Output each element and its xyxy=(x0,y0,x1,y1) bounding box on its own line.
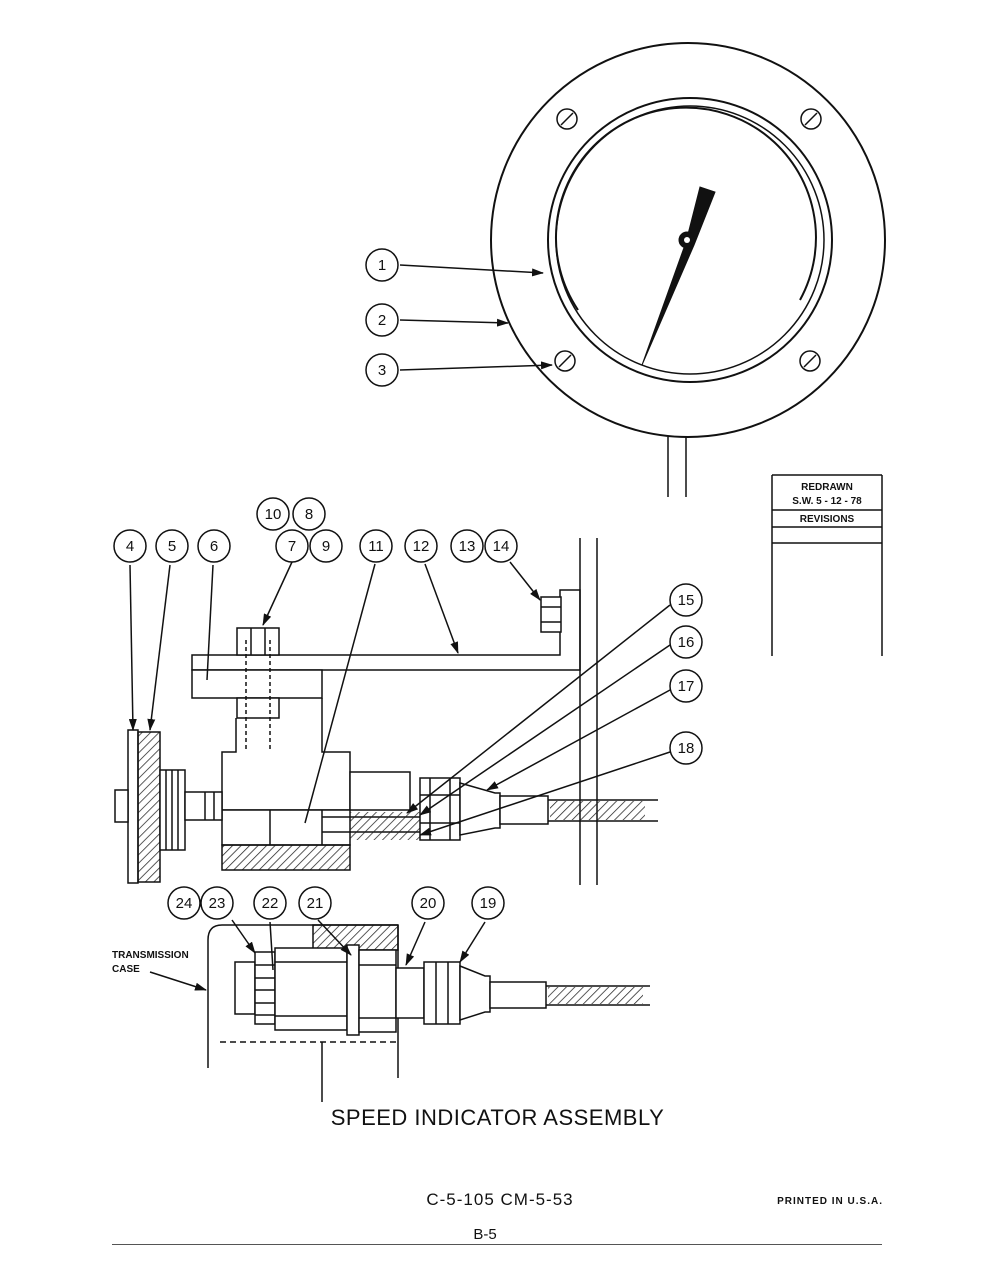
svg-text:17: 17 xyxy=(678,678,695,695)
callout-9: 9 xyxy=(309,529,343,563)
diagram-title: SPEED INDICATOR ASSEMBLY xyxy=(330,1105,665,1130)
revision-box: REDRAWN S.W. 5 - 12 - 78 REVISIONS xyxy=(771,474,883,656)
callout-10: 10 xyxy=(256,497,290,531)
callout-5: 5 xyxy=(155,529,189,563)
transmission-case-label-line2: CASE xyxy=(112,964,140,975)
callout-13: 13 xyxy=(450,529,484,563)
document-code: C-5-105 CM-5-53 xyxy=(426,1190,574,1209)
callout-23: 23 xyxy=(200,886,234,920)
callout-1: 1 xyxy=(365,248,399,282)
svg-text:15: 15 xyxy=(678,592,695,609)
svg-text:13: 13 xyxy=(459,538,476,555)
transmission-case-label-line1: TRANSMISSION xyxy=(112,950,189,961)
gauge-screw xyxy=(800,108,822,130)
speed-gauge xyxy=(490,42,886,497)
svg-text:1: 1 xyxy=(378,257,386,274)
callout-14: 14 xyxy=(484,529,518,563)
callout-17: 17 xyxy=(669,669,703,703)
callout-21: 21 xyxy=(298,886,332,920)
lower-assembly xyxy=(207,924,650,1102)
svg-text:18: 18 xyxy=(678,740,695,757)
svg-text:14: 14 xyxy=(493,538,510,555)
callout-18: 18 xyxy=(669,731,703,765)
callout-15: 15 xyxy=(669,583,703,617)
callout-24: 24 xyxy=(167,886,201,920)
callout-7: 7 xyxy=(275,529,309,563)
svg-text:21: 21 xyxy=(307,895,324,912)
callout-6: 6 xyxy=(197,529,231,563)
callout-11: 11 xyxy=(359,529,393,563)
svg-text:2: 2 xyxy=(378,312,386,329)
svg-text:19: 19 xyxy=(480,895,497,912)
page-number: B-5 xyxy=(473,1226,497,1243)
svg-text:11: 11 xyxy=(368,538,384,555)
callout-16: 16 xyxy=(669,625,703,659)
callout-8: 8 xyxy=(292,497,326,531)
svg-text:5: 5 xyxy=(168,538,176,555)
svg-text:3: 3 xyxy=(378,362,386,379)
revision-revisions: REVISIONS xyxy=(800,514,855,525)
svg-text:7: 7 xyxy=(288,538,296,555)
svg-text:23: 23 xyxy=(209,895,226,912)
revision-date: S.W. 5 - 12 - 78 xyxy=(792,496,862,507)
svg-text:16: 16 xyxy=(678,634,695,651)
footer-rule xyxy=(112,1244,882,1245)
printed-in-label: PRINTED IN U.S.A. xyxy=(777,1196,883,1207)
callout-3: 3 xyxy=(365,353,399,387)
svg-text:22: 22 xyxy=(262,895,279,912)
svg-text:12: 12 xyxy=(413,538,430,555)
svg-text:8: 8 xyxy=(305,506,313,523)
callout-20: 20 xyxy=(411,886,445,920)
gauge-screw xyxy=(556,108,578,130)
callout-12: 12 xyxy=(404,529,438,563)
callout-22: 22 xyxy=(253,886,287,920)
callout-2: 2 xyxy=(365,303,399,337)
svg-text:6: 6 xyxy=(210,538,218,555)
upper-assembly xyxy=(114,538,658,885)
svg-text:24: 24 xyxy=(176,895,193,912)
callout-4: 4 xyxy=(113,529,147,563)
gauge-screw xyxy=(554,350,576,372)
svg-text:9: 9 xyxy=(322,538,330,555)
svg-text:10: 10 xyxy=(265,506,282,523)
svg-text:4: 4 xyxy=(126,538,134,555)
gauge-screw xyxy=(799,350,821,372)
leader-lines xyxy=(128,264,671,991)
gauge-needle xyxy=(641,186,716,366)
revision-redrawn: REDRAWN xyxy=(801,482,853,493)
callout-19: 19 xyxy=(471,886,505,920)
svg-text:20: 20 xyxy=(420,895,437,912)
